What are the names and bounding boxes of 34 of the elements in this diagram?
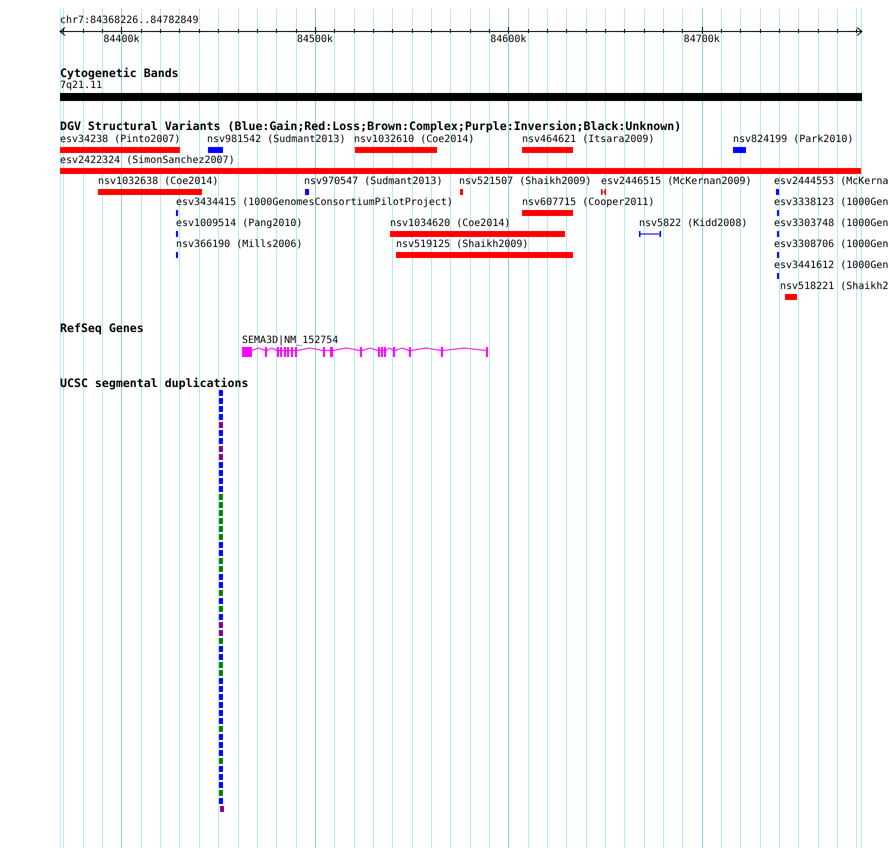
variant-label: nsv521507 (Shaikh2009) bbox=[459, 176, 592, 187]
variant-label: esv3434415 (1000GenomesConsortiumPilotProject) bbox=[176, 197, 453, 208]
variant-label: esv34238 (Pinto2007) bbox=[60, 134, 180, 145]
variant-label: nsv981542 (Sudmant2013) bbox=[207, 134, 346, 145]
variant-label: esv1009514 (Pang2010) bbox=[176, 218, 302, 229]
variant-label: nsv519125 (Shaikh2009) bbox=[396, 239, 528, 250]
band-label: 7q21.11 bbox=[60, 80, 102, 91]
variant-label: nsv5822 (Kidd2008) bbox=[639, 218, 748, 229]
gene-label: SEMA3D|NM_152754 bbox=[242, 335, 338, 346]
variant-label: nsv970547 (Sudmant2013) bbox=[304, 176, 442, 187]
track-title: UCSC segmental duplications bbox=[60, 377, 248, 390]
track-title: RefSeq Genes bbox=[60, 322, 144, 335]
axis-tick-label: 84400k bbox=[103, 34, 140, 45]
axis-tick-label: 84700k bbox=[684, 34, 720, 45]
variant-label: nsv1034620 (Coe2014) bbox=[390, 218, 510, 229]
variant-label: esv3338123 (1000Gen bbox=[774, 197, 888, 208]
track-title: DGV Structural Variants (Blue:Gain;Red:Loss;Brown:Complex;Purple:Inversion;Black:Unknown) bbox=[60, 120, 682, 133]
variant-label: nsv824199 (Park2010) bbox=[733, 134, 854, 145]
variant-label: esv3441612 (1000Gen bbox=[774, 260, 888, 271]
variant-label: nsv464621 (Itsara2009) bbox=[522, 134, 654, 145]
variant-label: esv2446515 (McKernan2009) bbox=[601, 176, 752, 187]
variant-label: nsv366190 (Mills2006) bbox=[176, 239, 302, 250]
variant-label: esv3303748 (1000Gen bbox=[774, 218, 888, 229]
variant-label: nsv607715 (Cooper2011) bbox=[522, 197, 654, 208]
axis-tick-label: 84600k bbox=[490, 34, 526, 45]
variant-label: nsv1032610 (Coe2014) bbox=[354, 134, 474, 145]
variant-label: esv2444553 (McKerna bbox=[774, 176, 888, 187]
variant-label: esv2422324 (SimonSanchez2007) bbox=[60, 155, 235, 166]
coordinate-range-label: chr7:84368226..84782849 bbox=[60, 15, 198, 26]
variant-label: nsv518221 (Shaikh2 bbox=[780, 281, 888, 292]
axis-tick-label: 84500k bbox=[296, 34, 333, 45]
variant-label: esv3308706 (1000Gen bbox=[774, 239, 888, 250]
variant-label: nsv1032638 (Coe2014) bbox=[98, 176, 218, 187]
track-title: Cytogenetic Bands bbox=[60, 67, 179, 80]
